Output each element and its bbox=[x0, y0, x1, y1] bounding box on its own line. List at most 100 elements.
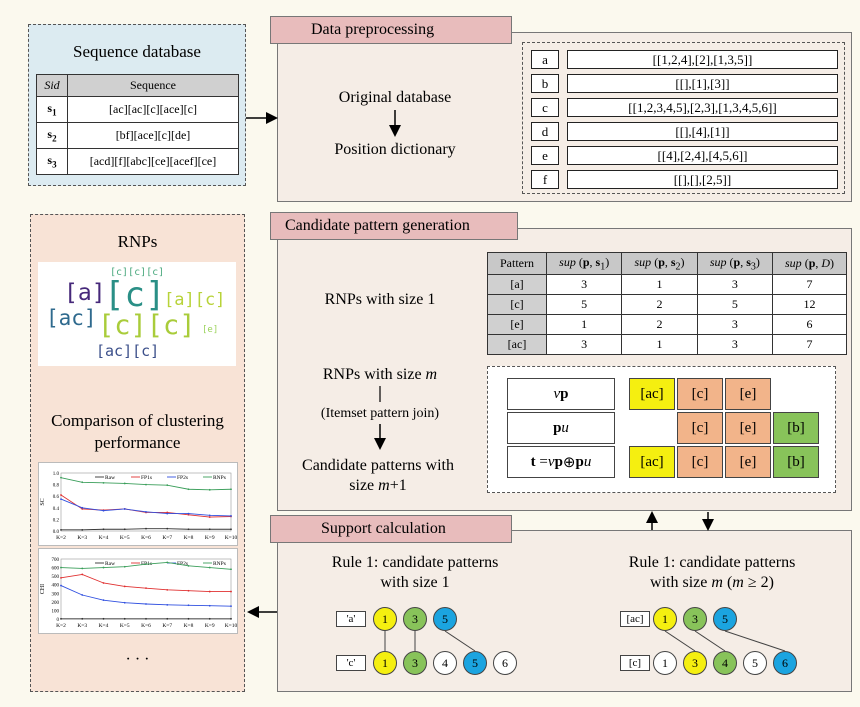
position-dictionary-label: Position dictionary bbox=[334, 141, 456, 158]
y-tick-label: 200 bbox=[52, 601, 60, 606]
wordcloud-word: [e] bbox=[202, 325, 219, 335]
sequence-header: Sequence bbox=[67, 74, 239, 97]
support-calculation-title: Support calculation bbox=[270, 515, 512, 543]
rnps-sizem-label: RNPs with size m bbox=[322, 366, 438, 383]
support-node: 3 bbox=[403, 651, 427, 675]
x-tick-label: K=6 bbox=[141, 623, 151, 629]
data-point bbox=[102, 509, 105, 512]
support-node: 3 bbox=[403, 607, 427, 631]
data-point bbox=[81, 481, 84, 484]
x-tick-label: K=3 bbox=[77, 535, 87, 541]
support-link bbox=[724, 630, 786, 652]
y-tick-label: 0.2 bbox=[53, 518, 60, 523]
x-tick-label: K=4 bbox=[99, 623, 109, 629]
data-point bbox=[145, 563, 147, 566]
data-point bbox=[187, 604, 190, 607]
data-point bbox=[145, 587, 147, 590]
support-node: 1 bbox=[373, 651, 397, 675]
dict-value: [[4],[2,4],[4,5,6]] bbox=[567, 146, 838, 165]
dict-value: [[],[1],[3]] bbox=[567, 74, 838, 93]
join-cell: [e] bbox=[725, 412, 771, 444]
dict-value: [[],[4],[1]] bbox=[567, 122, 838, 141]
y-axis-label: CHI bbox=[40, 584, 46, 594]
pattern-header: Pattern bbox=[487, 252, 547, 275]
join-cell: [e] bbox=[725, 378, 771, 410]
data-point bbox=[187, 564, 190, 567]
legend-label: FP1s bbox=[141, 475, 152, 481]
data-point bbox=[187, 488, 190, 491]
sid-header: Sid bbox=[36, 74, 68, 97]
data-point bbox=[123, 585, 126, 588]
x-tick-label: K=2 bbox=[56, 623, 66, 629]
data-point bbox=[230, 605, 232, 608]
data-point bbox=[60, 566, 62, 569]
support-table: Pattern sup (p, s1) sup (p, s2) sup (p, … bbox=[487, 252, 847, 355]
data-point bbox=[166, 588, 169, 591]
sup-s1-header: sup (p, s1) bbox=[545, 252, 623, 275]
y-tick-label: 600 bbox=[52, 567, 60, 572]
plot-area bbox=[60, 472, 232, 532]
x-tick-label: K=2 bbox=[56, 535, 66, 541]
data-point bbox=[230, 590, 232, 593]
support-tag: [c] bbox=[620, 655, 650, 671]
join-cell: [e] bbox=[725, 446, 771, 478]
wordcloud-word: [c][c][c] bbox=[110, 267, 165, 278]
data-point bbox=[81, 617, 84, 620]
wordcloud-word: [ac][c] bbox=[96, 342, 160, 360]
dict-value: [[1,2,3,4,5],[2,3],[1,3,4,5,6]] bbox=[567, 98, 838, 117]
y-tick-label: 0.0 bbox=[53, 530, 60, 535]
legend-label: FP2s bbox=[177, 561, 188, 567]
data-point bbox=[123, 482, 126, 485]
support-node: 3 bbox=[683, 651, 707, 675]
support-link bbox=[694, 630, 726, 652]
data-point bbox=[230, 528, 232, 531]
rnps-title: RNPs bbox=[117, 232, 158, 251]
data-point bbox=[187, 512, 190, 515]
data-point bbox=[166, 512, 169, 515]
join-cell: [ac] bbox=[629, 378, 675, 410]
data-point bbox=[145, 510, 147, 513]
support-link bbox=[664, 630, 696, 652]
x-tick-label: K=9 bbox=[205, 623, 215, 629]
join-cell: [b] bbox=[773, 446, 819, 478]
table-row: s2 [bf][ace][c][de] bbox=[36, 122, 239, 149]
support-link bbox=[444, 630, 476, 652]
data-point bbox=[60, 576, 62, 579]
data-point bbox=[230, 617, 232, 620]
sequence-database-title: Sequence database bbox=[73, 42, 201, 61]
data-point bbox=[123, 601, 126, 604]
join-cell: [b] bbox=[773, 412, 819, 444]
x-tick-label: K=10 bbox=[225, 623, 238, 629]
support-node: 1 bbox=[653, 607, 677, 631]
data-point bbox=[166, 484, 169, 487]
data-point bbox=[145, 603, 147, 605]
data-preprocessing-title: Data preprocessing bbox=[270, 16, 512, 44]
wordcloud-word: [ac] bbox=[46, 306, 97, 330]
support-node: 5 bbox=[433, 607, 457, 631]
data-point bbox=[166, 561, 169, 564]
support-graph bbox=[384, 630, 786, 652]
comparison-title: Comparison of clustering performance bbox=[51, 411, 224, 452]
dashed-dictionary-box bbox=[522, 42, 845, 194]
legend-label: Raw bbox=[105, 475, 115, 481]
support-tag: 'a' bbox=[336, 611, 366, 627]
data-point bbox=[123, 565, 126, 568]
data-point bbox=[208, 604, 211, 607]
data-point bbox=[102, 582, 105, 584]
x-tick-label: K=8 bbox=[184, 535, 194, 541]
x-tick-label: K=5 bbox=[120, 535, 130, 541]
dict-key: f bbox=[531, 170, 559, 189]
y-tick-label: 500 bbox=[52, 575, 60, 580]
x-tick-label: K=5 bbox=[120, 623, 130, 629]
data-point bbox=[208, 516, 211, 518]
y-tick-label: 700 bbox=[52, 558, 60, 563]
x-tick-label: K=9 bbox=[205, 535, 215, 541]
data-point bbox=[230, 515, 232, 517]
